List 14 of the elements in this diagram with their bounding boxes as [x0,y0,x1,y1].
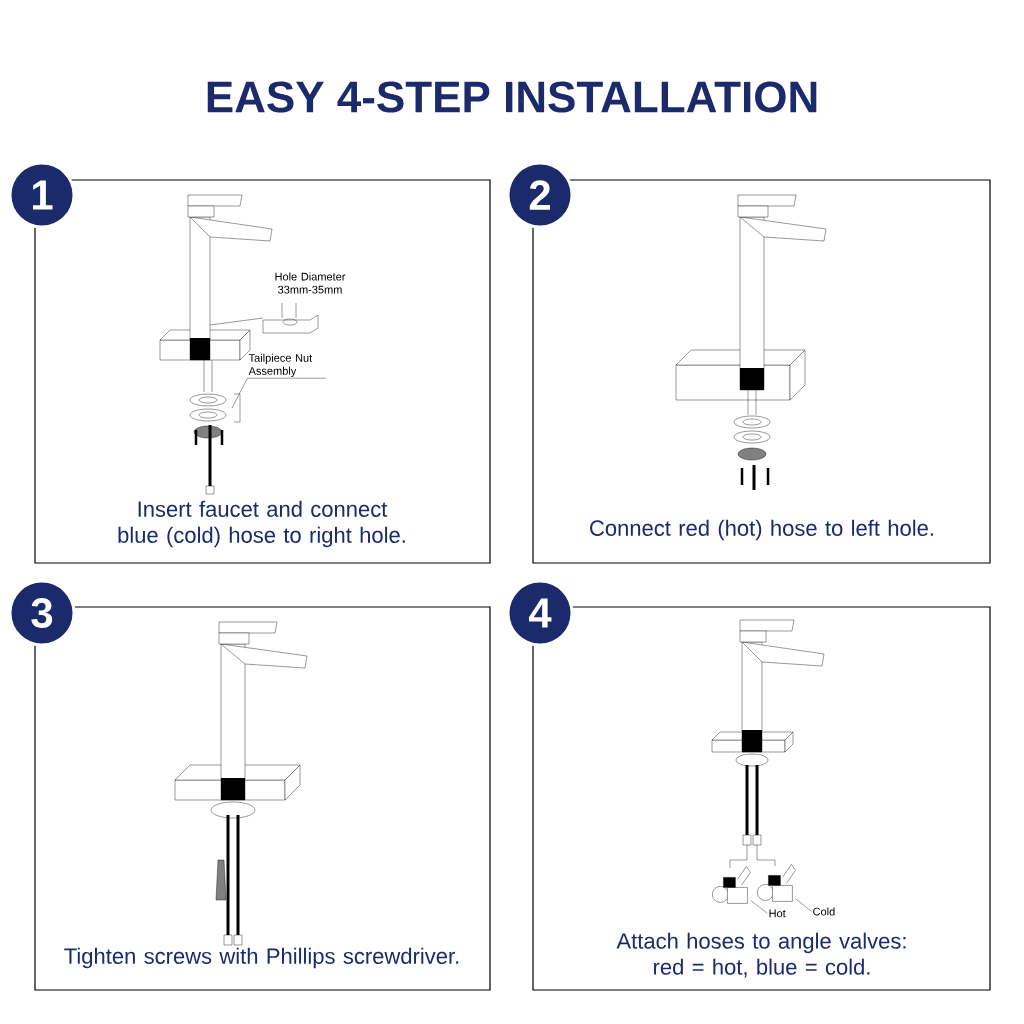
valve-drawing [757,864,796,902]
step-number: 3 [8,579,76,647]
callout-label: Hot [769,909,786,918]
title: EASY 4-STEP INSTALLATION [207,81,817,113]
dimension-label: Hole Diameter 33mm-35mm [275,272,346,294]
valve-drawing [712,866,751,904]
callout-label: Cold [813,907,835,916]
leader-line [231,378,326,409]
step-number: 2 [506,161,574,229]
leader-line [750,900,768,914]
callout-label: Tailpiece Nut Assembly [248,353,313,377]
step-number: 4 [506,579,574,647]
leader-line [795,898,812,912]
step-number: 1 [8,161,76,229]
